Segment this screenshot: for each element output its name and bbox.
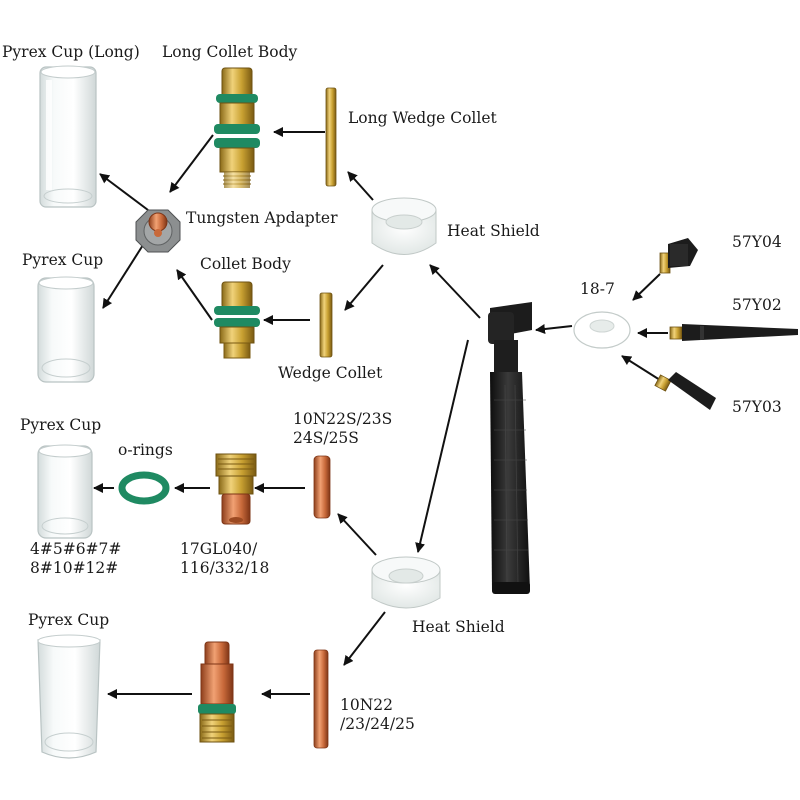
label-collet-10n22-line2: /23/24/25 [340,715,415,733]
label-pyrex-cup-4: Pyrex Cup [28,611,110,629]
wedge-collet-image [319,292,333,358]
label-wedge-collet: Wedge Collet [278,364,383,382]
tungsten-adapter-image [135,209,181,253]
label-collet-10n22s-line2: 24S/25S [293,429,359,447]
label-tungsten-adapter: Tungsten Apdapter [186,209,338,227]
label-cup-sizes-line1: 4#5#6#7# [30,540,122,558]
pyrex-cup-4-image [37,634,101,759]
label-57y02: 57Y02 [732,296,782,314]
collet-10n22-image [313,649,329,749]
label-cup-sizes: 4#5#6#7# 8#10#12# [30,540,121,578]
o-ring-image [118,471,170,505]
label-cup-sizes-line2: 8#10#12# [30,559,119,577]
label-gas-lens-line2: 116/332/18 [180,559,270,577]
part-57y03-image [654,372,716,410]
collet-body-image [214,281,260,359]
label-collet-10n22: 10N22 /23/24/25 [340,696,415,734]
heat-shield-bottom-image [371,556,441,609]
part-57y02-image [669,324,798,341]
pyrex-cup-3-image [37,444,93,539]
label-collet-10n22s: 10N22S/23S 24S/25S [293,410,392,448]
collet-10n22s-image [313,455,331,519]
label-heat-shield-top: Heat Shield [447,222,540,240]
tig-torch-image [488,302,532,594]
label-collet-10n22-line1: 10N22 [340,696,394,714]
copper-collet-body-image [198,641,236,743]
label-long-wedge-collet: Long Wedge Collet [348,109,497,127]
label-57y03: 57Y03 [732,398,782,416]
label-o-rings: o-rings [118,441,173,459]
long-collet-body-image [214,67,260,188]
pyrex-cup-long-image [39,65,97,208]
label-pyrex-cup-3: Pyrex Cup [20,416,102,434]
label-long-collet-body: Long Collet Body [162,43,298,61]
part-57y04-image [659,238,698,274]
long-wedge-collet-image [325,87,337,187]
label-18-7: 18-7 [580,280,615,298]
pyrex-cup-2-image [37,276,95,383]
label-57y04: 57Y04 [732,233,782,251]
part-18-7-image [573,311,631,349]
label-gas-lens-line1: 17GL040/ [180,540,258,558]
label-heat-shield-bottom: Heat Shield [412,618,505,636]
gas-lens-17gl-image [215,453,257,525]
label-collet-10n22s-line1: 10N22S/23S [293,410,393,428]
heat-shield-top-image [371,197,437,255]
arrows [93,127,668,699]
label-gas-lens: 17GL040/ 116/332/18 [180,540,269,578]
label-collet-body: Collet Body [200,255,291,273]
label-pyrex-cup-2: Pyrex Cup [22,251,104,269]
label-pyrex-cup-long: Pyrex Cup (Long) [2,43,140,61]
